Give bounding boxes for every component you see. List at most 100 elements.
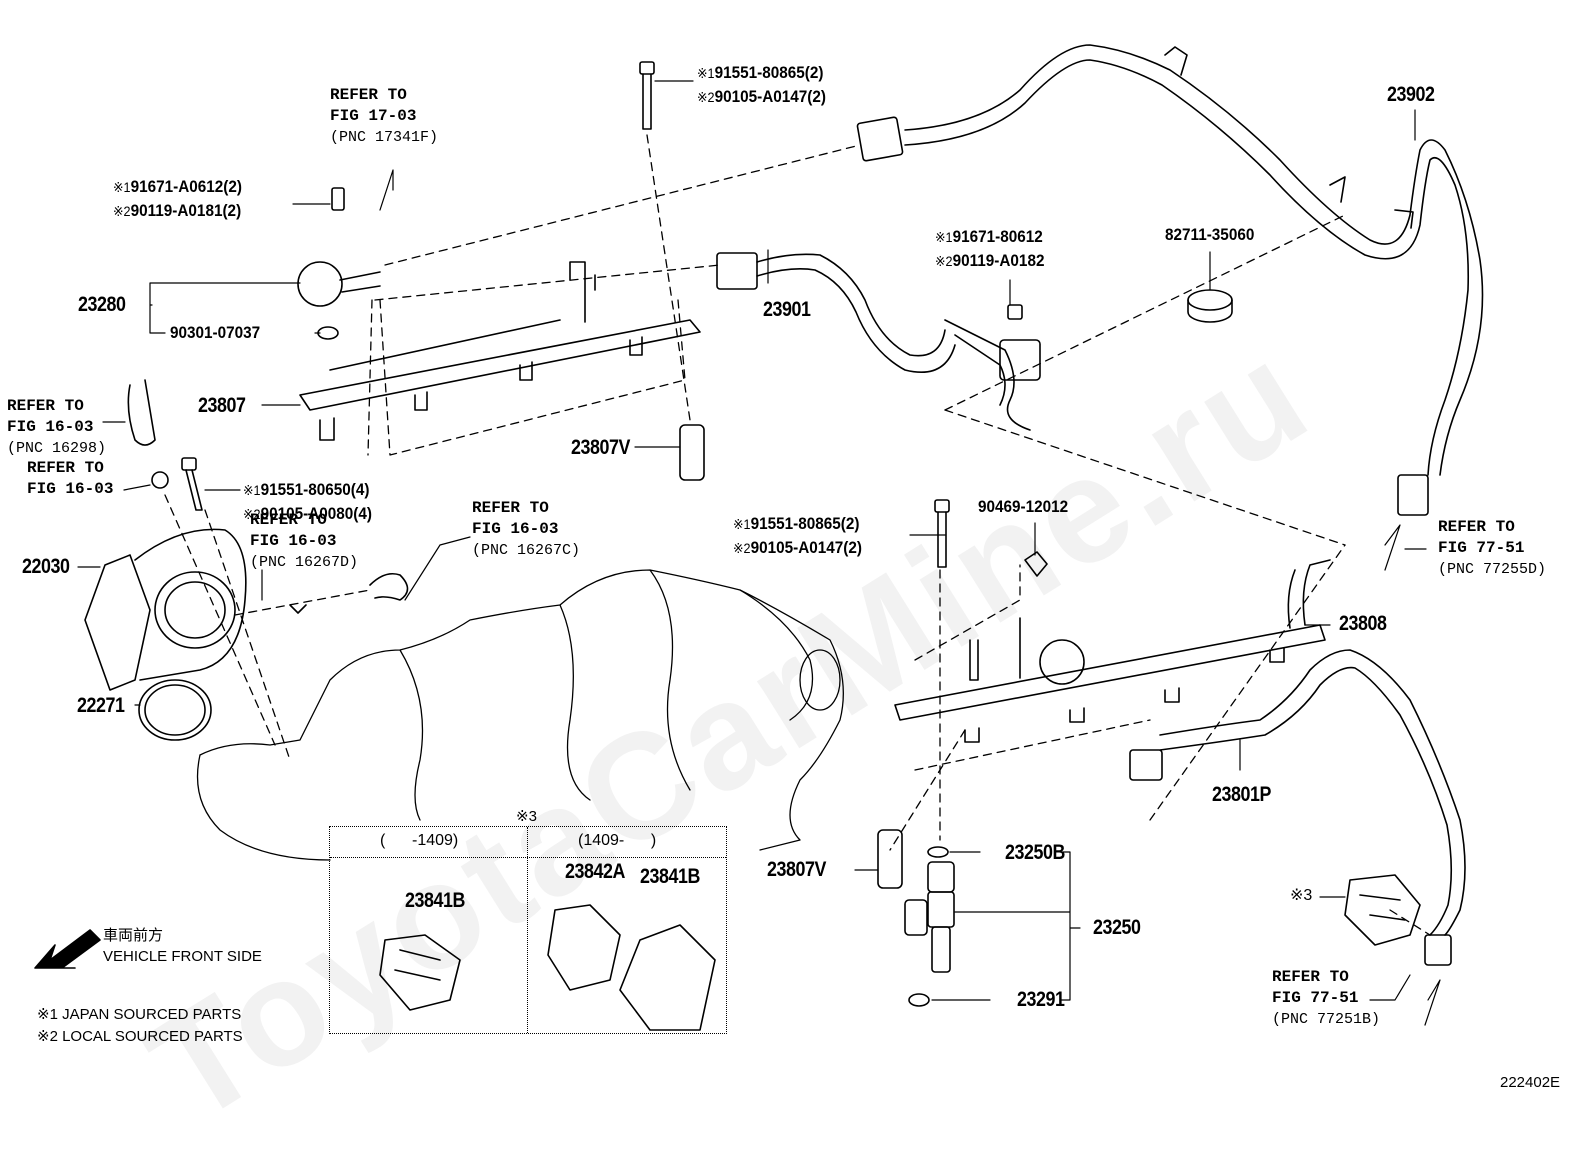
local-mark: ※2 — [243, 506, 261, 522]
ref-line-2: FIG 17-03 — [330, 107, 417, 125]
ref-line-2: FIG 77-51 — [1272, 989, 1359, 1007]
part-label-23808[interactable]: 23808 — [1339, 612, 1387, 635]
ref-line-1: REFER TO — [27, 459, 104, 477]
delivery-pipe-23807 — [299, 261, 701, 441]
spacer-23807v-top — [679, 424, 705, 481]
connector-23902-upper — [856, 116, 904, 162]
legend: ※1 JAPAN SOURCED PARTS ※2 LOCAL SOURCED … — [37, 1004, 243, 1048]
fuel-hose-23801p — [1129, 649, 1466, 966]
part-number: 90119-A0181(2) — [130, 201, 242, 220]
intake-manifold — [196, 569, 844, 861]
part-label-82711-35060[interactable]: 82711-35060 — [1165, 225, 1255, 244]
part-label-23280[interactable]: 23280 — [78, 293, 126, 316]
bolt-91671-a0612 — [331, 187, 345, 211]
injector-23250 — [904, 846, 955, 1007]
ref-line-2: FIG 16-03 — [7, 418, 94, 436]
part-label-23291[interactable]: 23291 — [1017, 988, 1065, 1011]
callout-bolt-91671-80612[interactable]: ※191671-80612 ※290119-A0182 — [935, 225, 1044, 273]
ref-fig-16-03-pnc-16267d[interactable]: REFER TO FIG 16-03 (PNC 16267D) — [250, 510, 358, 573]
ref-line-2: FIG 16-03 — [27, 480, 114, 498]
ref-fig-17-03[interactable]: REFER TO FIG 17-03 (PNC 17341F) — [330, 85, 438, 148]
clamp-16267d — [289, 604, 307, 614]
spacer-23807v-bottom — [877, 829, 903, 889]
bolt-91551-80650 — [181, 457, 197, 471]
part-label-23807v-bottom[interactable]: 23807V — [767, 858, 826, 881]
hose-16298 — [127, 379, 156, 446]
callout-bolt-91671-a0612[interactable]: ※191671-A0612(2) ※290119-A0181(2) — [113, 175, 242, 223]
part-number: 91671-80612 — [952, 227, 1043, 246]
o-ring-90301 — [317, 326, 339, 340]
part-number: 90105-A0147(2) — [750, 538, 863, 557]
inset-divider — [527, 827, 528, 1033]
inset-variant-table: ( -1409) (1409- ) 23841B 23842A 23841B — [329, 826, 727, 1034]
hose-16267c — [369, 572, 409, 601]
ref-fig-77-51-pnc-77251b[interactable]: REFER TO FIG 77-51 (PNC 77251B) — [1272, 967, 1380, 1030]
japan-mark: ※1 — [697, 65, 715, 81]
local-mark: ※2 — [935, 253, 953, 269]
ref-line-2: FIG 77-51 — [1438, 539, 1525, 557]
part-label-23901[interactable]: 23901 — [763, 298, 811, 321]
delivery-pipe-23808 — [894, 559, 1331, 743]
clamp-82711 — [1187, 289, 1233, 311]
ref-line-1: REFER TO — [1272, 968, 1349, 986]
callout-bolt-91551-80650[interactable]: ※191551-80650(4) ※290105-A0080(4) — [243, 478, 372, 526]
part-label-22271[interactable]: 22271 — [77, 694, 125, 717]
ref-line-1: REFER TO — [330, 86, 407, 104]
inset-col1-header: ( -1409) — [380, 832, 459, 849]
ref-line-1: REFER TO — [7, 397, 84, 415]
part-label-23250[interactable]: 23250 — [1093, 916, 1141, 939]
fuel-hose-23902 — [856, 44, 1484, 516]
gasket-22271 — [138, 679, 212, 741]
clip-90469 — [1024, 551, 1048, 577]
local-mark: ※2 — [697, 89, 715, 105]
ref-fig-16-03-clip[interactable]: REFER TO FIG 16-03 — [27, 458, 113, 500]
o-ring-23291 — [908, 993, 930, 1007]
inset-connector-right — [619, 924, 716, 1031]
alignment-lines — [164, 134, 1431, 936]
inset-part-label-23841b-left[interactable]: 23841B — [405, 889, 465, 912]
ref-line-1: REFER TO — [250, 511, 327, 529]
bolt-91551-80865-bottom — [934, 499, 950, 568]
part-label-mark3[interactable]: ※3 — [1290, 887, 1313, 904]
callout-bolt-91551-80865-bottom[interactable]: ※191551-80865(2) ※290105-A0147(2) — [733, 512, 862, 560]
legend-japan-sourced: ※1 JAPAN SOURCED PARTS — [37, 1006, 242, 1023]
part-label-23250b[interactable]: 23250B — [1005, 841, 1065, 864]
connector-23902-lower — [1397, 474, 1429, 516]
part-label-23801p[interactable]: 23801P — [1212, 783, 1271, 806]
ref-fig-16-03-pnc-16267c[interactable]: REFER TO FIG 16-03 (PNC 16267C) — [472, 498, 580, 561]
inset-part-label-23842a[interactable]: 23842A — [565, 860, 625, 883]
part-label-23807[interactable]: 23807 — [198, 394, 246, 417]
throttle-body-22030 — [84, 528, 247, 691]
ref-pnc: (PNC 16267C) — [472, 542, 581, 559]
callout-bolt-91551-80865-top[interactable]: ※191551-80865(2) ※290105-A0147(2) — [697, 61, 826, 109]
figure-id: 222402E — [1500, 1074, 1561, 1091]
ref-pnc: (PNC 17341F) — [330, 129, 439, 146]
part-label-90301-07037[interactable]: 90301-07037 — [170, 323, 261, 342]
leader-lines — [77, 80, 1441, 1026]
inset-part-label-23841b-right[interactable]: 23841B — [640, 865, 700, 888]
part-number: 91671-A0612(2) — [130, 177, 243, 196]
ref-line-1: REFER TO — [472, 499, 549, 517]
ref-fig-16-03-pnc-16298[interactable]: REFER TO FIG 16-03 (PNC 16298) — [7, 396, 106, 459]
inset-connector-left — [379, 934, 461, 1011]
bolt-91671-80612 — [1007, 304, 1023, 320]
japan-mark: ※1 — [935, 229, 953, 245]
inset-connector-mid — [547, 904, 621, 991]
vehicle-front-arrow-icon — [34, 929, 101, 969]
part-label-90469-12012[interactable]: 90469-12012 — [978, 497, 1069, 516]
o-ring-23250b — [927, 846, 949, 858]
orientation-note: 車両前方 VEHICLE FRONT SIDE — [103, 925, 262, 967]
ref-pnc: (PNC 16267D) — [250, 554, 359, 571]
japan-mark: ※1 — [733, 516, 751, 532]
part-label-23807v-top[interactable]: 23807V — [571, 436, 630, 459]
part-number: 91551-80865(2) — [714, 63, 824, 82]
ref-pnc: (PNC 77255D) — [1438, 561, 1547, 578]
part-label-22030[interactable]: 22030 — [22, 555, 70, 578]
ref-fig-77-51-pnc-77255d[interactable]: REFER TO FIG 77-51 (PNC 77255D) — [1438, 517, 1546, 580]
part-label-23902[interactable]: 23902 — [1387, 83, 1435, 106]
part-number: 91551-80650(4) — [260, 480, 370, 499]
bolt-91551-80865-top — [639, 61, 655, 130]
inset-col2-header: (1409- ) — [578, 832, 657, 849]
japan-mark: ※1 — [243, 482, 261, 498]
orientation-jp: 車両前方 — [103, 927, 164, 944]
